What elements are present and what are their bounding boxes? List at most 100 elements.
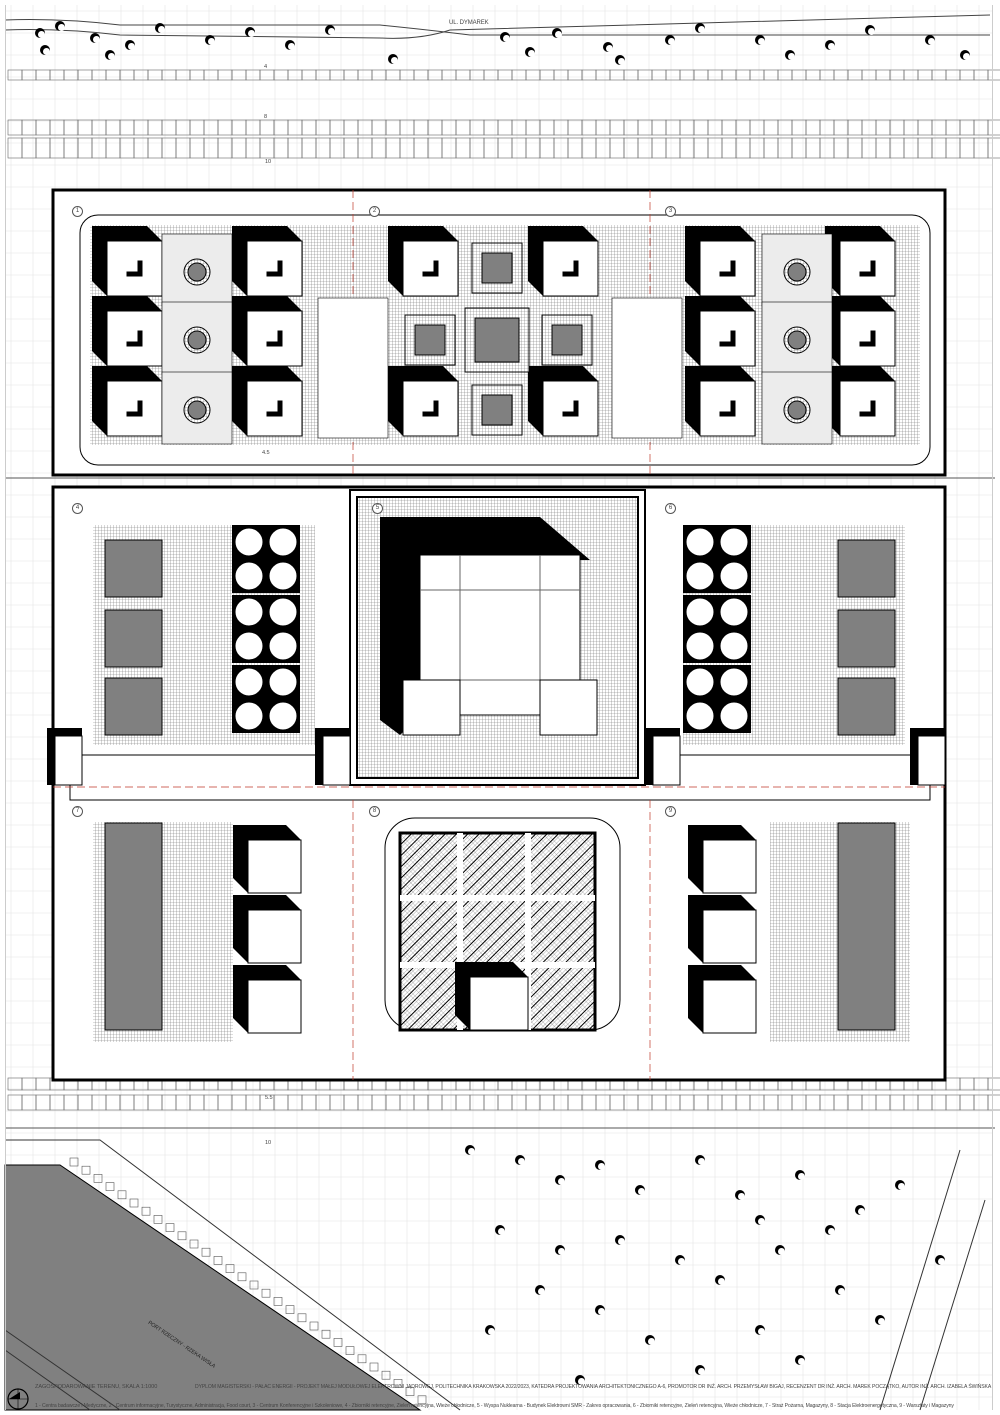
tree-crown (638, 1188, 645, 1195)
retention-tank (104, 822, 163, 1031)
building-shadow (388, 366, 458, 436)
tree-crown (963, 53, 970, 60)
tree-crown (878, 1318, 885, 1325)
cooling-tower (234, 561, 264, 591)
tree-crown (38, 31, 45, 38)
cooling-tower (268, 701, 298, 731)
cooling-tower (268, 561, 298, 591)
courtyard (126, 260, 138, 272)
cooling-tower (234, 597, 264, 627)
tree-crown (538, 1288, 545, 1295)
building (702, 979, 757, 1034)
street-label: UL. DYMAREK (449, 20, 489, 26)
cooling-tower (719, 597, 749, 627)
tree-crown (838, 1288, 845, 1295)
cooling-tower (268, 631, 298, 661)
parking-space (309, 1321, 319, 1331)
courtyard (266, 400, 278, 412)
building-shadow (825, 226, 895, 296)
dimension-label: 8 (264, 114, 268, 120)
parking-space (987, 1077, 1000, 1091)
zone-number-label: 6 (665, 503, 676, 514)
parking-space (141, 1206, 151, 1216)
zone-number-label: 1 (72, 206, 83, 217)
riverside-road (5, 1139, 461, 1411)
zone-number-label: 9 (665, 806, 676, 817)
courtyard (562, 400, 574, 412)
parking-space (273, 1297, 283, 1306)
parking-space (213, 1256, 223, 1265)
tree-crown (288, 43, 295, 50)
parking-space (297, 1313, 307, 1323)
tree-crown (898, 1183, 905, 1190)
tree-crown (798, 1173, 805, 1180)
parking-space (261, 1288, 271, 1298)
building-shadow (92, 366, 162, 436)
fountain (787, 400, 807, 420)
courtyard (126, 400, 138, 412)
tree-crown (518, 1158, 525, 1165)
parking-space (81, 1165, 91, 1175)
cooling-tower (719, 527, 749, 557)
riverside-road (4, 1329, 121, 1411)
cooling-tower (234, 527, 264, 557)
tree-crown (678, 1258, 685, 1265)
parking-space (93, 1174, 103, 1183)
square-fountain-pool (551, 324, 583, 356)
tree-crown (698, 26, 705, 33)
building (247, 909, 302, 964)
building (469, 976, 529, 1031)
tree-crown (738, 1193, 745, 1200)
retention-tank (104, 539, 163, 598)
reactor-annex (402, 679, 461, 736)
parking-space (405, 1387, 415, 1396)
tree-crown (468, 1148, 475, 1155)
retention-tank (837, 677, 896, 736)
cooling-tower (685, 527, 715, 557)
parking-space (105, 1182, 115, 1191)
parking-space (417, 1395, 427, 1405)
courtyard (562, 260, 574, 272)
reactor-grid (420, 555, 580, 715)
building-shadow (688, 965, 756, 1033)
building-shadow (688, 895, 756, 963)
building-shadow (685, 366, 755, 436)
tree-crown (498, 1228, 505, 1235)
tree-crown (858, 1208, 865, 1215)
legend-text: 1 - Centra badawcze i Medyczne, 2 - Cent… (35, 1403, 954, 1409)
retention-tank (104, 609, 163, 668)
reactor-shadow (380, 517, 590, 735)
building-shadow (685, 226, 755, 296)
courtyard (266, 330, 278, 342)
building-shadow (232, 366, 302, 436)
substation-paths (400, 833, 595, 1030)
parking-space (393, 1379, 403, 1388)
building-shadow (688, 825, 756, 893)
tree-crown (606, 45, 613, 52)
tree-crown (938, 1258, 945, 1265)
plaza (317, 297, 389, 439)
tree-crown (558, 1178, 565, 1185)
cooling-tower (685, 597, 715, 627)
tree-crown (718, 1278, 725, 1285)
building-shadow (233, 825, 301, 893)
courtyard (126, 330, 138, 342)
cooling-tower (268, 597, 298, 627)
garden (161, 233, 233, 307)
gate-building (917, 735, 946, 786)
tree-crown (503, 35, 510, 42)
tree-crown (758, 1218, 765, 1225)
courtyard (859, 260, 871, 272)
trees (35, 21, 970, 1385)
cooling-tower (234, 667, 264, 697)
tree-crown (618, 58, 625, 65)
building (702, 909, 757, 964)
parking-space (285, 1305, 295, 1314)
retention-tank (104, 677, 163, 736)
building-shadow (232, 296, 302, 366)
dimension-label: 4.5 (262, 450, 270, 456)
zone-number-label: 3 (665, 206, 676, 217)
courtyard (422, 260, 434, 272)
parking-space (153, 1215, 163, 1224)
cooling-tower (268, 667, 298, 697)
